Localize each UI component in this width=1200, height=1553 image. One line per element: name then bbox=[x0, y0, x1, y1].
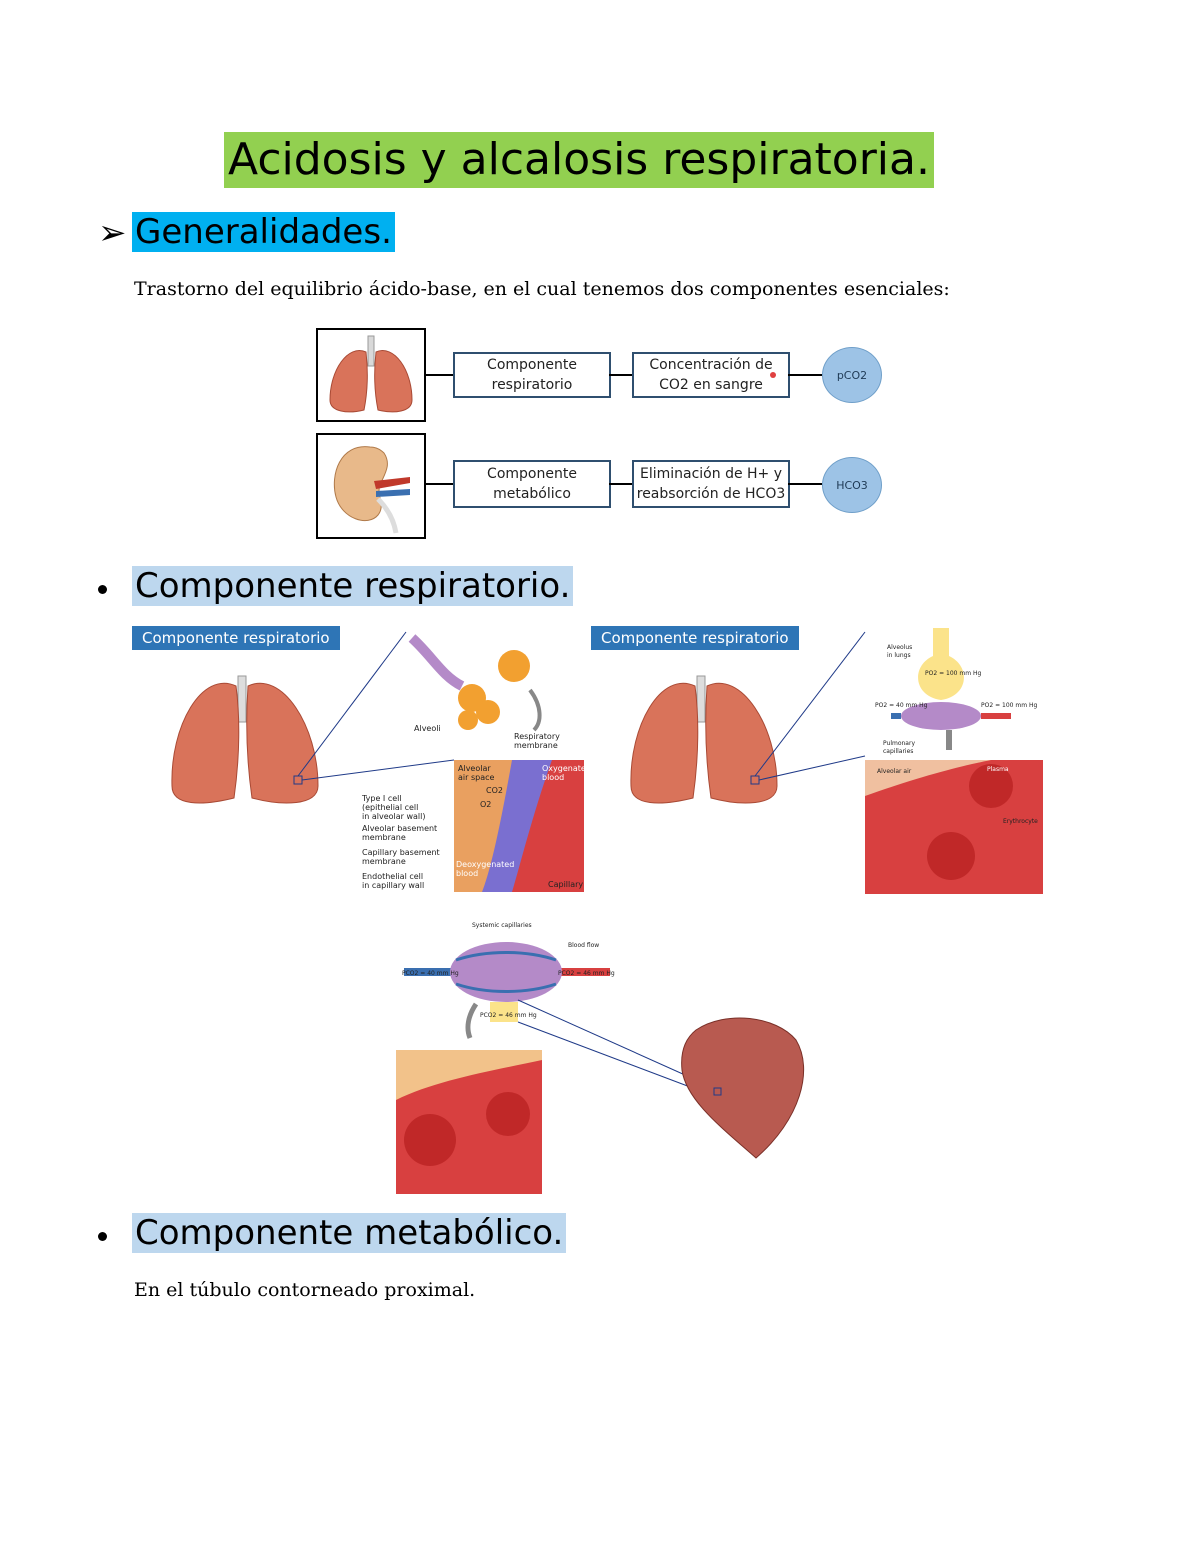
label-pco2-right: PCO2 = 46 mm Hg bbox=[558, 970, 615, 977]
label-type1-cell: Type I cell (epithelial cell in alveolar… bbox=[362, 794, 426, 821]
label-capillary: Capillary bbox=[548, 880, 584, 889]
paragraph-generalidades: Trastorno del equilibrio ácido-base, en … bbox=[134, 278, 950, 300]
connector-line bbox=[609, 483, 633, 485]
connector-line bbox=[788, 374, 822, 376]
label-alveolar-air: Alveolar air space bbox=[458, 764, 495, 782]
label-pco2-tissue: PCO2 = 46 mm Hg bbox=[480, 1012, 537, 1019]
lungs-image bbox=[316, 328, 426, 422]
heading-metabolico-text: Componente metabólico. bbox=[132, 1213, 567, 1253]
connector-line bbox=[609, 374, 633, 376]
heading-respiratorio: Componente respiratorio. bbox=[132, 564, 574, 608]
box-eliminacion-h: Eliminación de H+ y reabsorción de HCO3 bbox=[632, 460, 790, 508]
connector-line bbox=[424, 374, 454, 376]
heading-generalidades: Generalidades. bbox=[132, 210, 395, 254]
label-erythrocyte: Erythrocyte bbox=[1003, 818, 1038, 825]
box-line: respiratorio bbox=[491, 377, 573, 393]
label-po2-40: PO2 = 40 mm Hg bbox=[875, 702, 928, 709]
label-blood-flow: Blood flow bbox=[568, 942, 600, 949]
pin-marker-icon bbox=[770, 372, 776, 378]
box-concentracion-co2: Concentración de CO2 en sangre bbox=[632, 352, 790, 398]
label-systemic-capillaries: Systemic capillaries bbox=[472, 922, 532, 929]
label-pco2-left: PCO2 = 40 mm Hg bbox=[402, 970, 459, 977]
label-alveoli: Alveoli bbox=[414, 724, 441, 733]
circle-hco3: HCO3 bbox=[822, 457, 882, 513]
gas-exchange-panel: Componente respiratorio Alveolus in lung… bbox=[591, 626, 1045, 894]
gas-exchange-illustration bbox=[630, 628, 1043, 894]
respiratory-membrane-panel: Componente respiratorio Alveoli Respirat… bbox=[132, 626, 586, 894]
box-line: CO2 en sangre bbox=[659, 377, 763, 393]
box-line: Componente bbox=[487, 466, 577, 482]
panel-title: Componente respiratorio bbox=[591, 626, 799, 650]
respiratory-membrane-illustration bbox=[171, 631, 584, 892]
label-deoxygenated: Deoxygenated blood bbox=[456, 860, 515, 878]
box-componente-respiratorio: Componente respiratorio bbox=[453, 352, 611, 398]
connector-line bbox=[424, 483, 454, 485]
box-componente-metabolico: Componente metabólico bbox=[453, 460, 611, 508]
label-o2: O2 bbox=[480, 800, 492, 809]
box-line: Eliminación de H+ y bbox=[639, 466, 783, 482]
label-endothelial: Endothelial cell in capillary wall bbox=[362, 872, 425, 890]
label-oxygenated: Oxygenated blood bbox=[542, 764, 586, 782]
label-alveolus: Alveolus in lungs bbox=[887, 644, 913, 659]
heading-metabolico: Componente metabólico. bbox=[132, 1211, 567, 1255]
box-line: Concentración de bbox=[649, 357, 773, 373]
label-plasma: Plasma bbox=[987, 766, 1009, 773]
label-co2: CO2 bbox=[486, 786, 503, 795]
label-pulmonary-capillaries: Pulmonary capillaries bbox=[883, 740, 915, 755]
kidney-image bbox=[316, 433, 426, 539]
page-title: Acidosis y alcalosis respiratoria. bbox=[224, 132, 934, 188]
connector-line bbox=[788, 483, 822, 485]
systemic-exchange-figure: Systemic capillaries Blood flow PCO2 = 4… bbox=[396, 920, 816, 1194]
heading-respiratorio-text: Componente respiratorio. bbox=[132, 566, 574, 606]
arrow-bullet-icon: ➢ bbox=[98, 213, 127, 253]
box-line: reabsorción de HCO3 bbox=[636, 486, 786, 502]
paragraph-metabolico: En el túbulo contorneado proximal. bbox=[134, 1279, 476, 1301]
box-line: metabólico bbox=[493, 486, 571, 502]
label-alveolar: Alveolar air bbox=[877, 768, 912, 775]
label-po2-100: PO2 = 100 mm Hg bbox=[925, 670, 982, 677]
systemic-exchange-illustration bbox=[396, 942, 805, 1194]
lungs-icon bbox=[329, 335, 413, 413]
panel-title: Componente respiratorio bbox=[132, 626, 340, 650]
box-line: Componente bbox=[487, 357, 577, 373]
bullet-dot-icon bbox=[98, 1232, 107, 1241]
label-alveolar-bm: Alveolar basement membrane bbox=[362, 824, 438, 842]
label-respiratory-membrane: Respiratory membrane bbox=[514, 732, 560, 750]
circle-pco2: pCO2 bbox=[822, 347, 882, 403]
bullet-dot-icon bbox=[98, 585, 107, 594]
label-capillary-bm: Capillary basement membrane bbox=[362, 848, 440, 866]
label-po2-100b: PO2 = 100 mm Hg bbox=[981, 702, 1038, 709]
kidney-icon bbox=[333, 446, 410, 534]
heading-generalidades-text: Generalidades. bbox=[132, 212, 395, 252]
